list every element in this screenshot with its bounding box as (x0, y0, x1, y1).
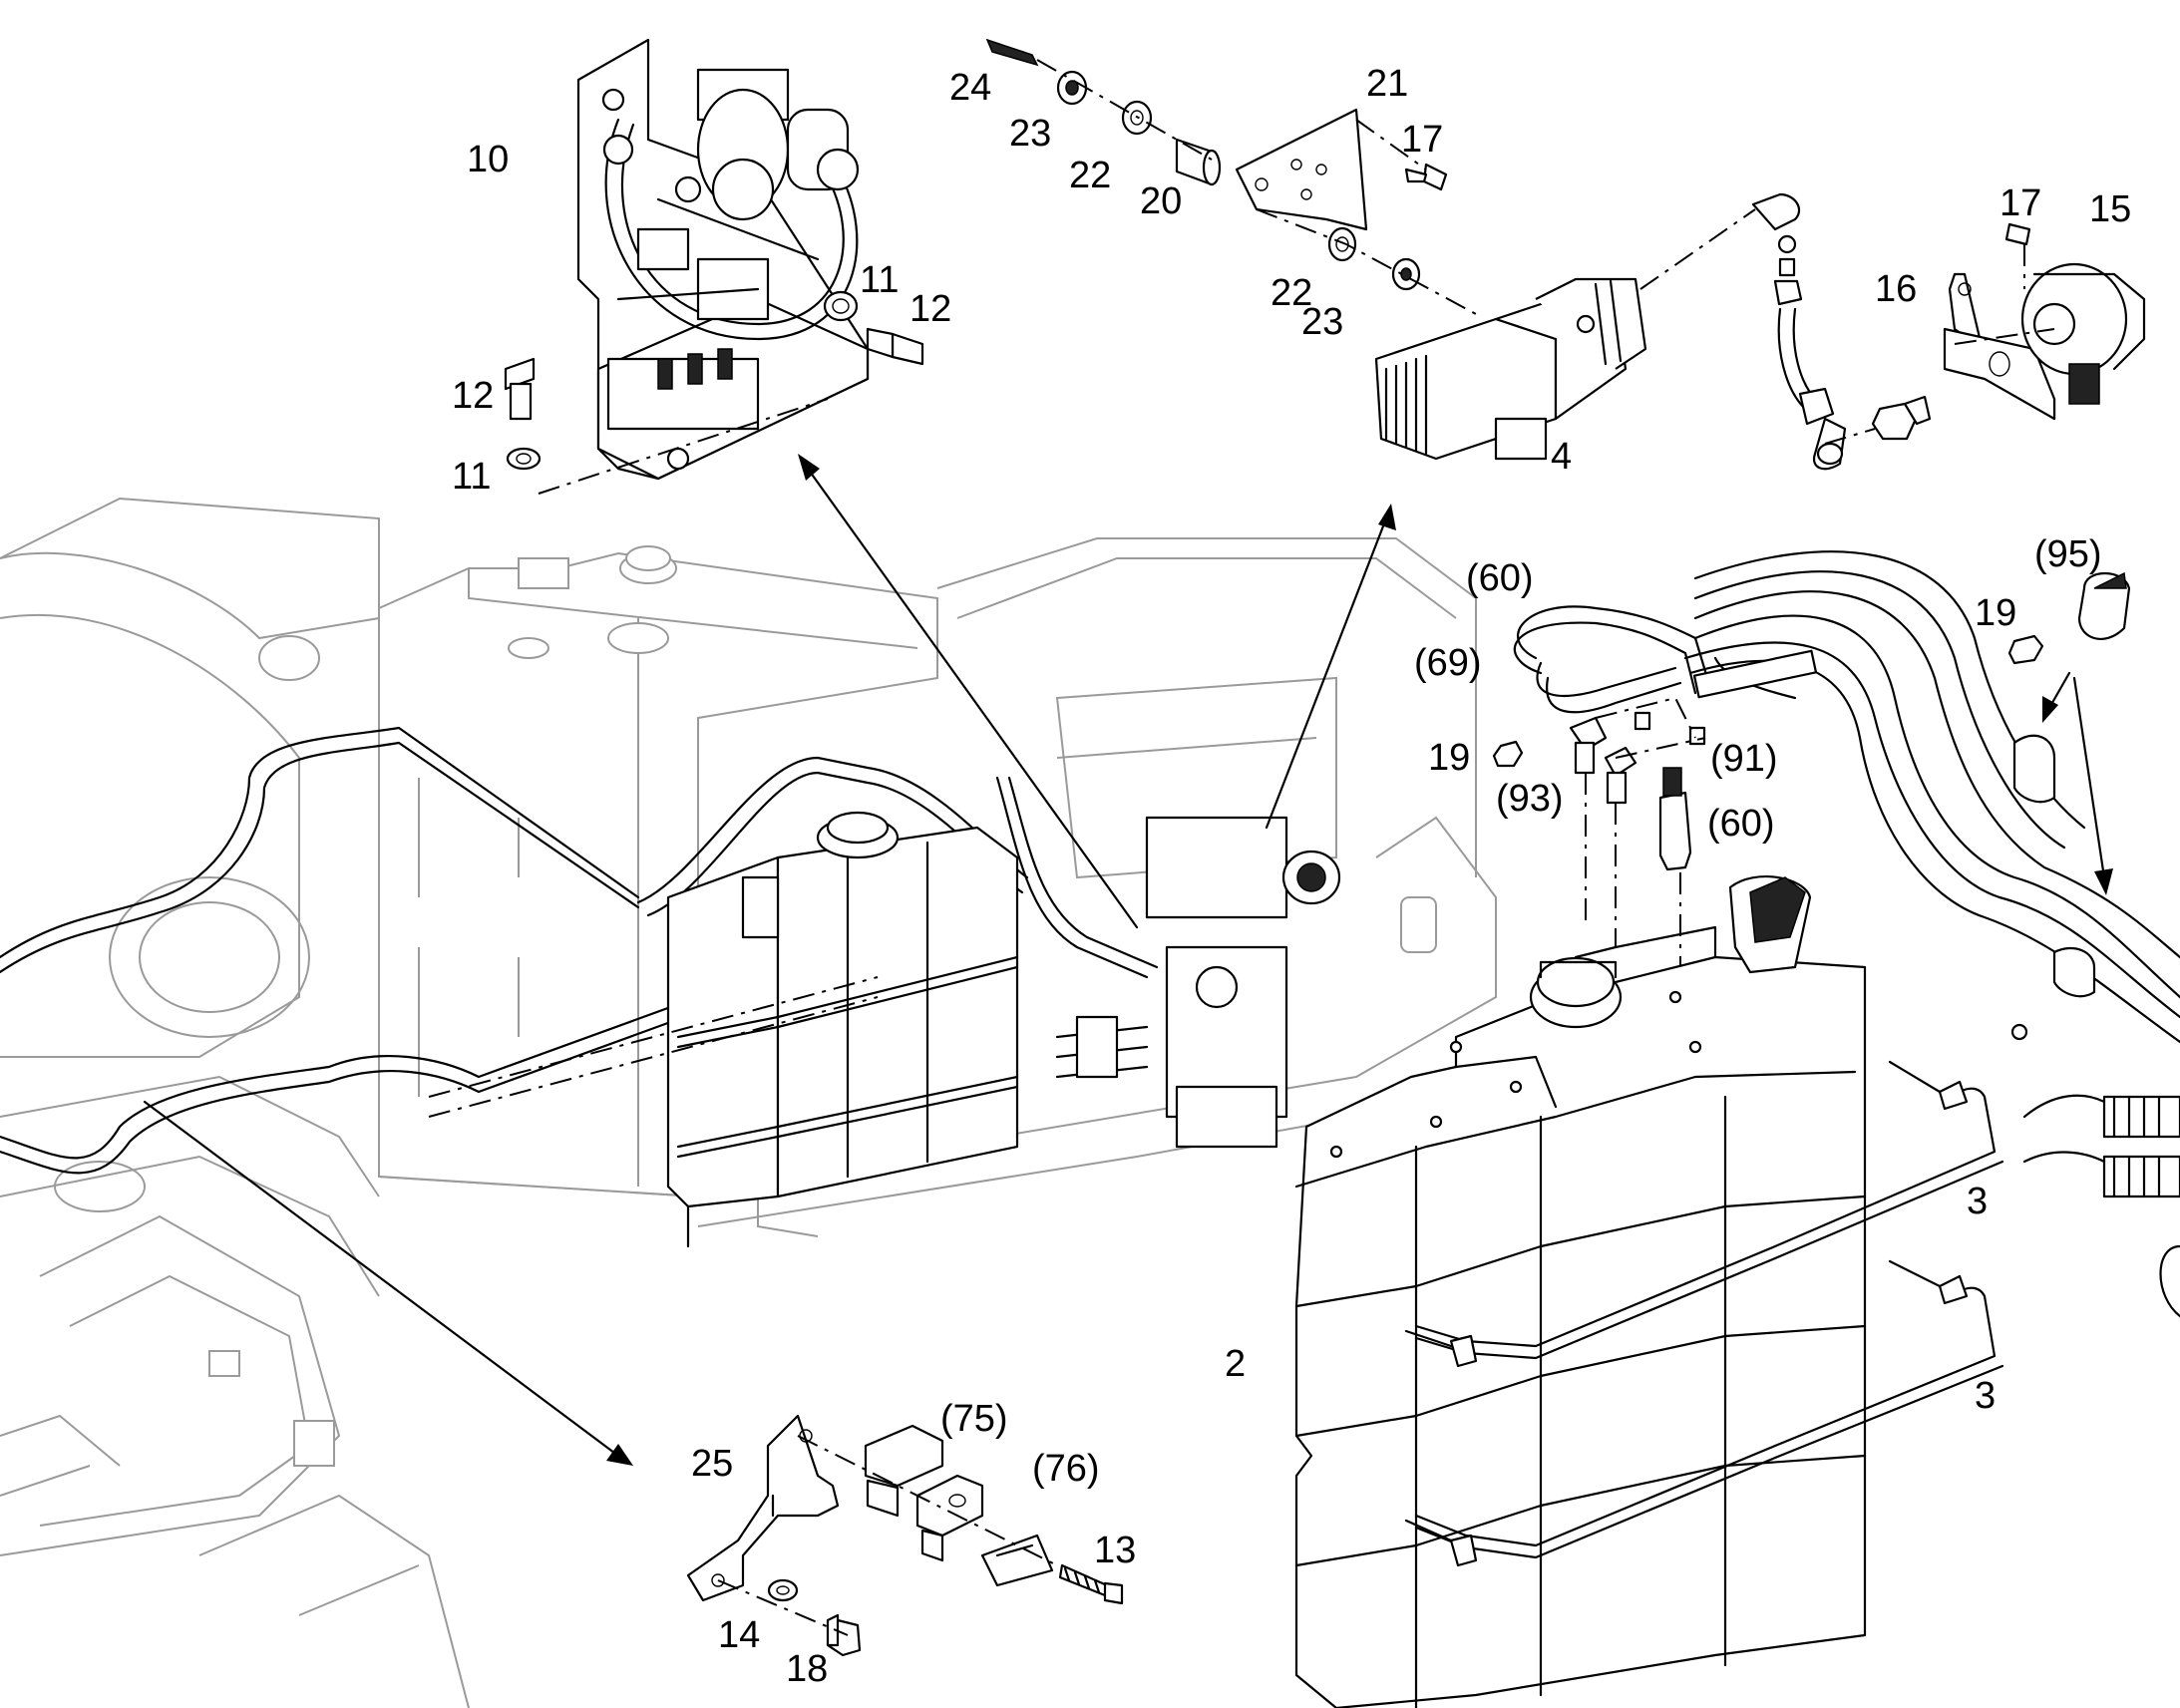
hose-fittings-group (1492, 571, 2131, 987)
def-tank (1294, 875, 1867, 1708)
callout-3: 3 (1975, 1375, 1996, 1417)
callout-69: (69) (1414, 642, 1482, 684)
washer-bolt-right (823, 290, 924, 366)
fittings-and-filter (1751, 192, 2146, 471)
leader-arrows (143, 454, 2113, 1466)
callout-23: 23 (1009, 113, 1051, 155)
dosing-module-assembly (576, 38, 870, 481)
callout-17: 17 (1401, 119, 1443, 161)
callout-60: (60) (1466, 557, 1534, 599)
callout-16: 16 (1875, 268, 1917, 310)
callout-93: (93) (1496, 778, 1564, 820)
callout-12: 12 (909, 288, 951, 330)
callout-labels: 10 24 23 22 20 21 17 17 15 16 22 23 11 1… (452, 63, 2131, 1690)
dosing-module-installed (428, 816, 1341, 1149)
callout-15: 15 (2089, 188, 2131, 230)
def-tank-installed (666, 811, 1019, 1248)
callout-18: 18 (786, 1648, 828, 1690)
bracket-25-assembly (686, 1414, 1124, 1657)
callout-19: 19 (1975, 592, 2016, 634)
bracket-21-assembly (985, 38, 1477, 315)
callout-17: 17 (1999, 182, 2041, 224)
callout-25: 25 (691, 1443, 733, 1485)
callout-12: 12 (452, 375, 494, 417)
callout-91: (91) (1710, 738, 1778, 780)
callout-75: (75) (940, 1398, 1008, 1440)
machine-frame (0, 497, 1497, 1708)
callout-3: 3 (1967, 1181, 1988, 1222)
callout-11: 11 (860, 259, 899, 301)
callout-19: 19 (1428, 737, 1470, 779)
hose-bundle-right (1683, 550, 2180, 1318)
callout-11: 11 (452, 456, 491, 498)
callout-22: 22 (1069, 155, 1111, 196)
callout-14: 14 (718, 1614, 760, 1656)
callout-22: 22 (1271, 272, 1312, 314)
washer-bolt-left (504, 357, 829, 495)
hydraulic-tank (378, 545, 938, 1198)
callout-23: 23 (1301, 301, 1343, 343)
callout-10: 10 (467, 139, 509, 180)
callout-21: 21 (1366, 63, 1408, 105)
callout-20: 20 (1140, 180, 1182, 222)
callout-95: (95) (2034, 533, 2102, 575)
callout-76: (76) (1032, 1448, 1100, 1490)
callout-4: 4 (1551, 436, 1572, 478)
callout-2: 2 (1225, 1343, 1246, 1385)
callout-13: 13 (1094, 1530, 1136, 1571)
supply-pump (1374, 208, 1756, 461)
tank-straps (1404, 1060, 2004, 1567)
callout-24: 24 (949, 67, 991, 109)
callout-60: (60) (1707, 803, 1775, 845)
